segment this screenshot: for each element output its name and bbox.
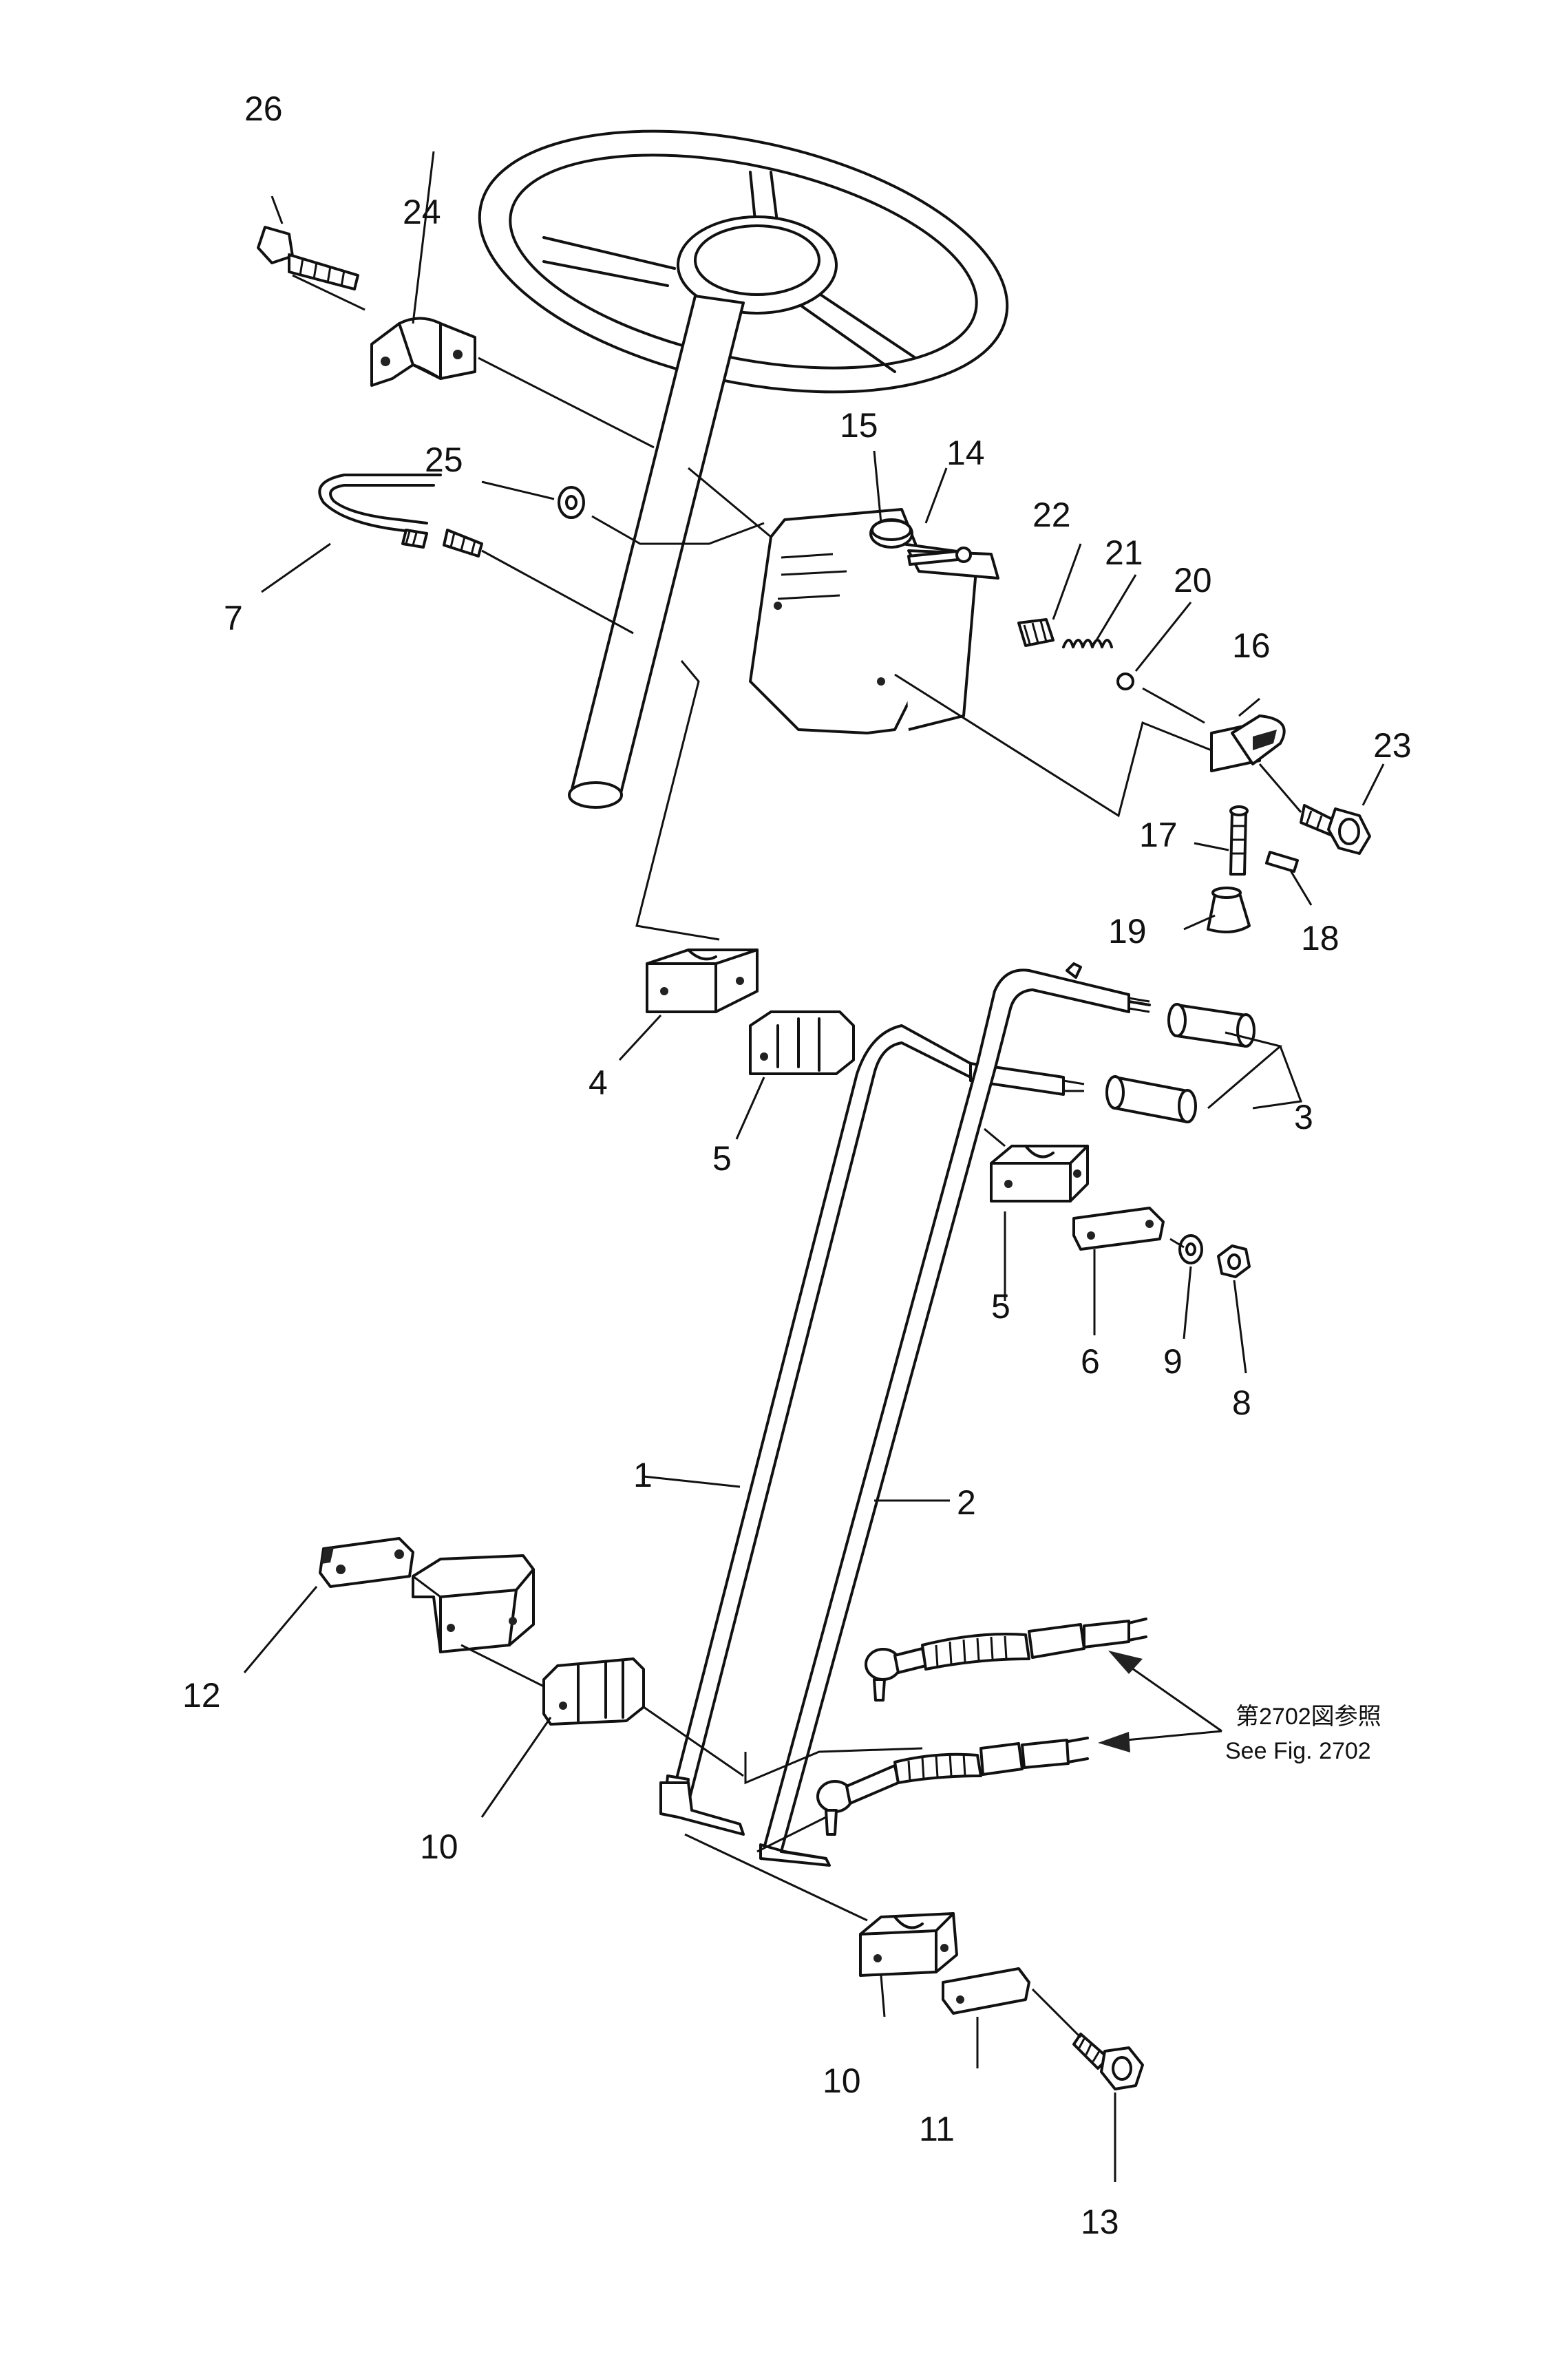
callout-21: 21: [1105, 533, 1143, 572]
bolt-part-13: [1072, 2033, 1144, 2090]
plate-part-11: [942, 1967, 1030, 2015]
reference-note-japanese: 第2702図参照: [1236, 1704, 1381, 1730]
angle-bracket: [412, 1554, 535, 1653]
callout-10-lower: 10: [823, 2062, 861, 2100]
callout-9: 9: [1163, 1342, 1183, 1381]
u-bolt-part-7: [318, 474, 483, 558]
spring-part-21: [1062, 639, 1113, 648]
reference-note: 第2702図参照 See Fig. 2702: [1225, 1704, 1381, 1764]
callout-16: 16: [1232, 626, 1271, 665]
callout-7: 7: [224, 599, 243, 637]
washer-part-25: [558, 486, 585, 519]
callout-23: 23: [1373, 726, 1412, 765]
ball-part-20: [1116, 672, 1134, 690]
callout-13: 13: [1081, 2203, 1119, 2241]
callout-4: 4: [589, 1063, 608, 1102]
callout-6: 6: [1081, 1342, 1100, 1381]
column-bracket-part-14: [749, 508, 999, 734]
cable-end-lower: [816, 1739, 1070, 1836]
pin-part-18: [1265, 851, 1299, 873]
callout-5-upper: 5: [712, 1139, 732, 1178]
callout-12: 12: [182, 1676, 221, 1715]
rod-foot-bracket-2: [759, 1843, 831, 1867]
knob-part-19: [1207, 887, 1251, 933]
callout-20: 20: [1174, 561, 1212, 600]
nut-part-8: [1217, 1244, 1251, 1278]
washer-part-9: [1178, 1234, 1203, 1264]
plug-part-22: [1017, 618, 1055, 647]
reference-note-english: See Fig. 2702: [1225, 1738, 1371, 1764]
lever-rod-part-2: [763, 962, 1151, 1853]
block-part-5-upper: [749, 1010, 855, 1075]
callout-5-lower: 5: [991, 1287, 1010, 1326]
lever-part-16: [1210, 714, 1286, 772]
callout-26: 26: [244, 89, 283, 128]
callout-1: 1: [633, 1456, 653, 1494]
callout-18: 18: [1301, 919, 1339, 957]
callout-14: 14: [946, 434, 985, 472]
callout-25: 25: [425, 441, 463, 479]
steering-column: [568, 295, 745, 809]
block-part-4: [646, 949, 759, 1013]
callout-22: 22: [1032, 496, 1071, 534]
callout-11: 11: [919, 2110, 955, 2148]
reference-arrows: [1098, 1651, 1222, 1752]
bolt-part-26: [257, 226, 359, 290]
cable-tail-lower: [1067, 1737, 1089, 1763]
callout-15: 15: [840, 406, 878, 445]
cable-end-upper: [865, 1620, 1130, 1702]
plate-part-12: [319, 1537, 414, 1588]
leader-lines: [243, 151, 1385, 2182]
clamp-part-24: [370, 317, 476, 387]
steering-wheel: [478, 129, 1009, 394]
plate-part-6: [1072, 1207, 1165, 1251]
callout-19: 19: [1108, 912, 1147, 951]
block-part-10-upper: [542, 1657, 645, 1726]
grip-part-3-lower: [1105, 1075, 1197, 1123]
callout-2: 2: [957, 1483, 976, 1522]
callout-labels: 26 24 25 7 15 14 22 21 20 16 23 17 18 19…: [182, 89, 1412, 2241]
cable-tail-upper: [1127, 1618, 1147, 1642]
callout-3: 3: [1294, 1098, 1313, 1136]
callout-24: 24: [403, 193, 441, 231]
block-part-10-lower: [859, 1912, 958, 1977]
pin-part-17: [1229, 805, 1249, 876]
grip-part-3-upper: [1167, 1003, 1256, 1048]
bolt-part-23: [1300, 804, 1371, 855]
bracket-pin: [907, 547, 972, 566]
callout-8: 8: [1232, 1384, 1251, 1422]
cap-part-15: [869, 518, 913, 549]
rod-foot-bracket-1: [659, 1781, 745, 1836]
block-part-5-lower: [990, 1145, 1089, 1202]
callout-10-upper: 10: [420, 1827, 458, 1866]
callout-17: 17: [1139, 816, 1178, 854]
